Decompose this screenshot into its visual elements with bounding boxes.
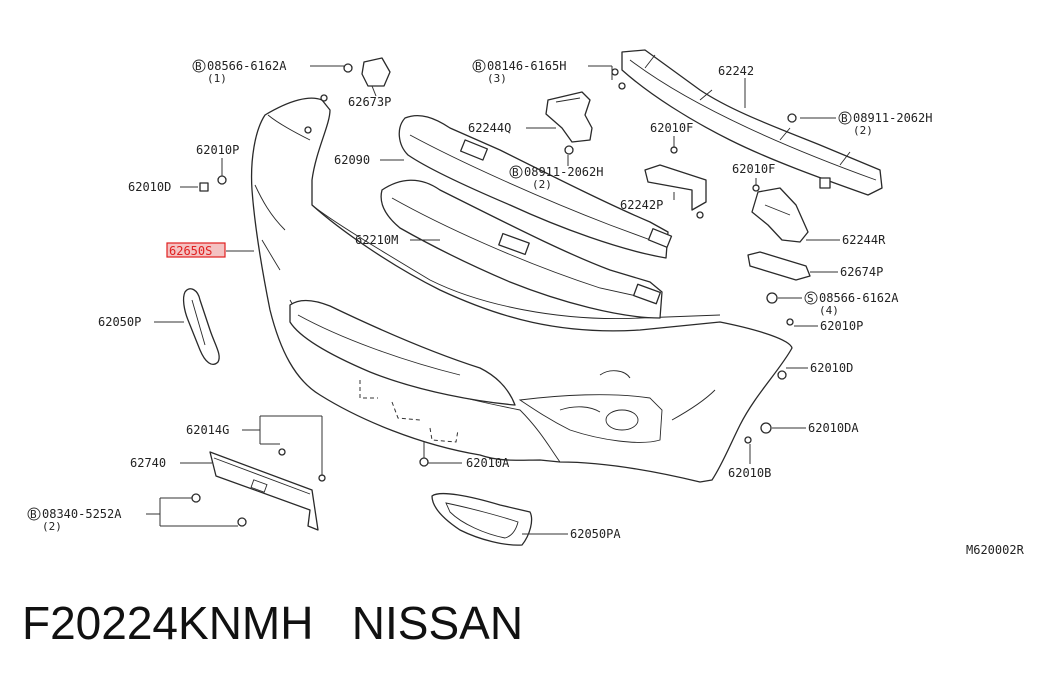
label-08911-2062H-b: 08911-2062H [524,165,603,179]
label-62050PA: 62050PA [570,527,621,541]
label-08340-5252A: 08340-5252A [42,507,122,521]
label-62242: 62242 [718,64,754,78]
bracket-62244R [751,187,809,243]
label-62010P-a: 62010P [196,143,239,157]
label-62010F-a: 62010F [650,121,693,135]
label-62010D-a: 62010D [128,180,171,194]
highlight-62650S [166,242,226,258]
label-62010D-b: 62010D [810,361,853,375]
qty-08566-6162A-a: (1) [207,72,227,85]
label-62014G: 62014G [186,423,229,437]
label-62010A: 62010A [466,456,510,470]
label-62090: 62090 [334,153,370,167]
label-08146-6165H: 08146-6165H [487,59,566,73]
part-labels: B 08566-6162A (1) 62673P B 08146-6165H (… [27,59,1025,557]
label-62010F-b: 62010F [732,162,775,176]
prefix-b-2: B [475,60,482,73]
footer-part-number: F20224KNMH [22,597,314,649]
prefix-s-1: S [807,292,814,305]
upper-bracket-62090 [398,114,673,259]
label-62210M: 62210M [355,233,398,247]
bracket-62242P [644,164,707,211]
label-62650S[interactable]: 62650S [169,244,212,258]
label-62674P: 62674P [840,265,883,279]
reinforcement-62242 [621,49,883,196]
label-62244Q: 62244Q [468,121,511,135]
label-62050P: 62050P [98,315,141,329]
qty-08566-6162A-b: (4) [819,304,839,317]
label-62673P: 62673P [348,95,391,109]
qty-08911-2062H-b: (2) [532,178,552,191]
qty-08340-5252A: (2) [42,520,62,533]
bumper-fascia-62650S [250,97,793,483]
finisher-62050P [182,288,220,365]
label-08566-6162A-b: 08566-6162A [819,291,899,305]
retainer-62674P [747,251,811,281]
qty-08911-2062H-a: (2) [853,124,873,137]
label-62244R: 62244R [842,233,886,247]
prefix-b-3: B [841,112,848,125]
reinforcement-62210M [380,179,663,319]
prefix-b-4: B [512,166,519,179]
label-08566-6162A-a: 08566-6162A [207,59,287,73]
finisher-62050PA [431,493,533,546]
label-62010DA: 62010DA [808,421,859,435]
prefix-b-1: B [195,60,202,73]
prefix-b-5: B [30,508,37,521]
label-62010B: 62010B [728,466,771,480]
retainer-62673P [361,57,391,87]
diagram-reference-code: M620002R [966,543,1025,557]
footer-brand: NISSAN [351,597,524,649]
lower-grille [289,299,516,406]
label-62010P-b: 62010P [820,319,863,333]
label-62242P: 62242P [620,198,663,212]
label-08911-2062H-a: 08911-2062H [853,111,932,125]
leader-lines [146,65,840,535]
bracket-62244Q [545,91,593,143]
footer-caption: F20224KNMH NISSAN [22,596,523,650]
label-62740: 62740 [130,456,166,470]
qty-08146-6165H: (3) [487,72,507,85]
license-bracket-62740 [209,451,319,531]
